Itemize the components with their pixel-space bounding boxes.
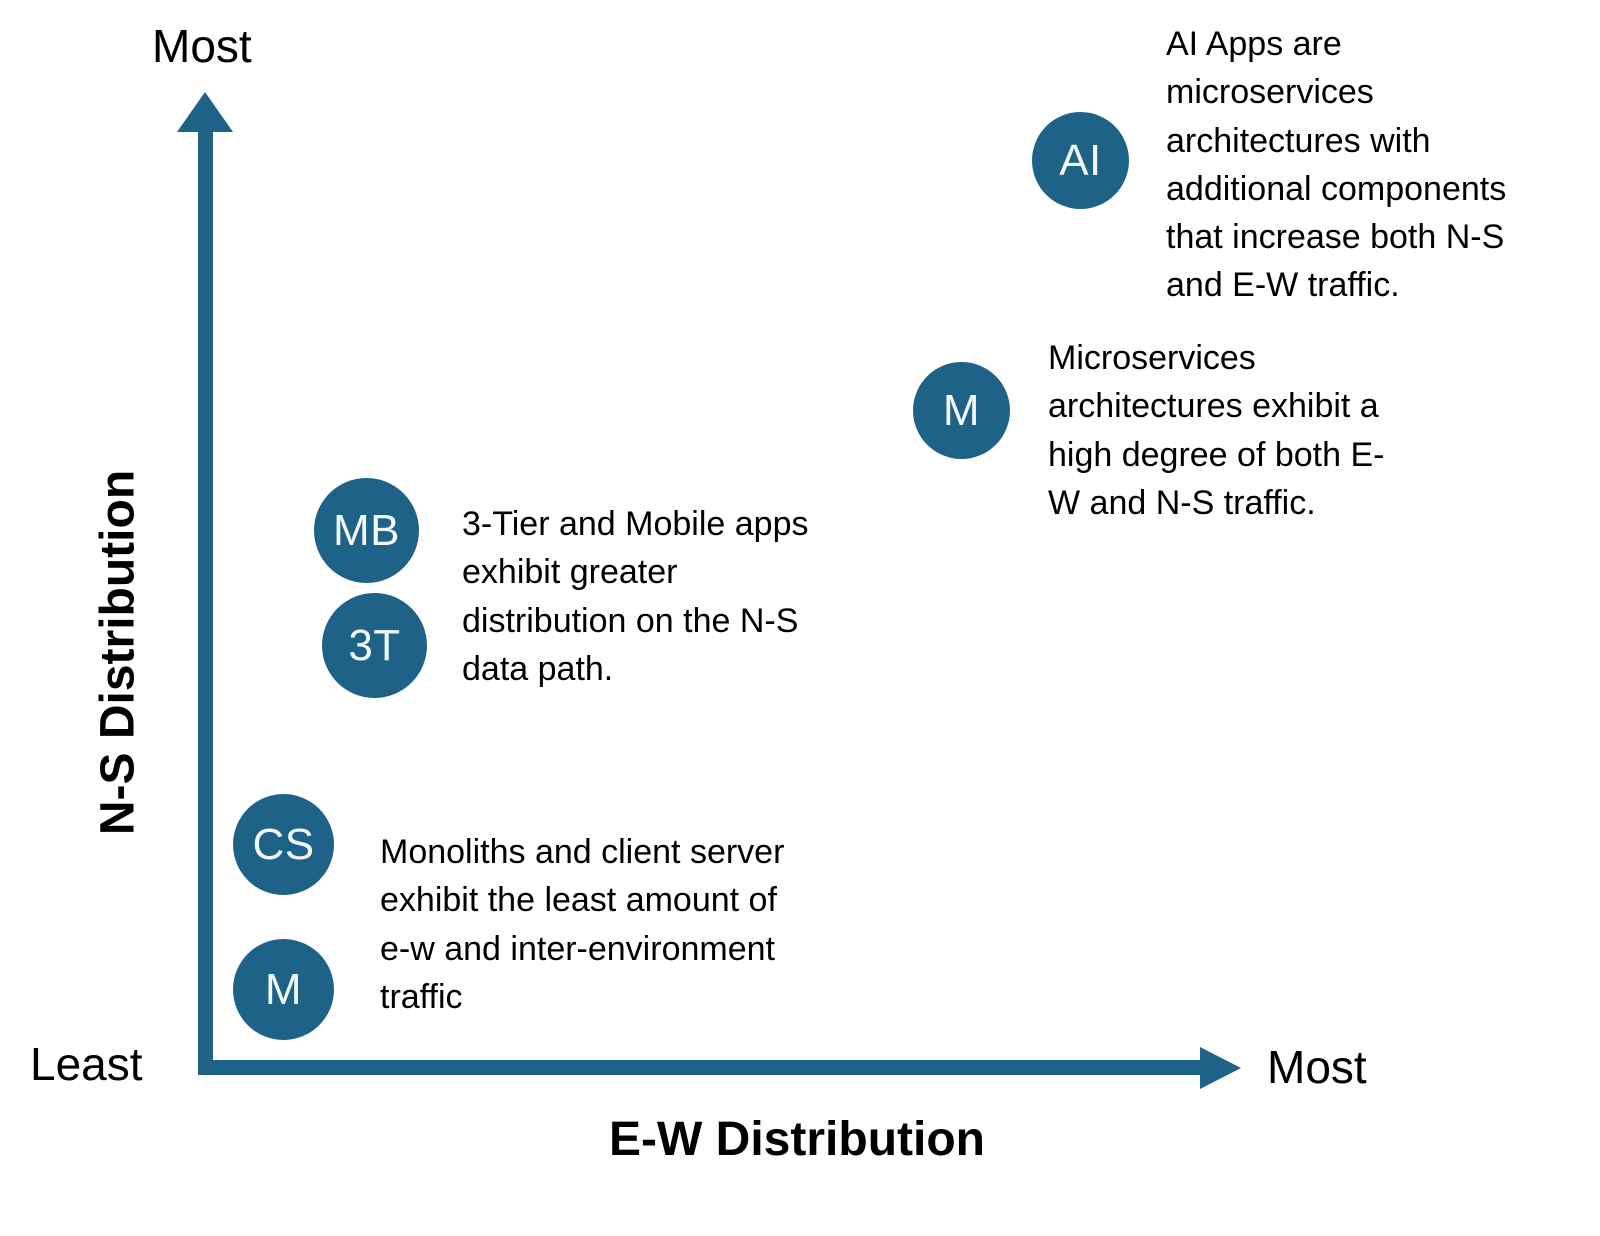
x-axis-arrowhead-icon <box>1200 1047 1241 1089</box>
y-axis-title: N-S Distribution <box>91 469 145 836</box>
bubble-mobile-label: MB <box>333 505 400 555</box>
callout-microservices-text: Microservices architectures exhibit a hi… <box>1048 339 1385 522</box>
y-axis-line <box>198 120 213 1075</box>
y-axis-arrowhead-icon <box>177 92 233 132</box>
x-axis-line <box>198 1060 1208 1075</box>
callout-ai-apps-text: AI Apps are microservices architectures … <box>1166 25 1507 305</box>
callout-mobile-three-tier-text: 3-Tier and Mobile apps exhibit greater d… <box>462 505 809 688</box>
bubble-monolith-label: M <box>264 964 303 1014</box>
origin-least-label: Least <box>30 1038 143 1090</box>
x-axis-title: E-W Distribution <box>0 1112 1600 1167</box>
bubble-ai-apps[interactable]: AI <box>1032 112 1129 209</box>
bubble-microservices-label: M <box>942 385 981 435</box>
bubble-monolith[interactable]: M <box>233 939 334 1040</box>
bubble-three-tier-label: 3T <box>348 620 401 670</box>
bubble-three-tier[interactable]: 3T <box>322 593 427 698</box>
callout-client-server-monolith-text: Monoliths and client server exhibit the … <box>380 833 785 1016</box>
bubble-microservices[interactable]: M <box>913 362 1010 459</box>
x-axis-title-text: E-W Distribution <box>609 1113 985 1166</box>
y-axis-top-label: Most <box>152 20 252 72</box>
x-axis-right-label: Most <box>1267 1041 1367 1093</box>
bubble-mobile[interactable]: MB <box>314 478 419 583</box>
bubble-ai-apps-label: AI <box>1059 135 1102 185</box>
bubble-client-server-label: CS <box>252 819 315 869</box>
bubble-client-server[interactable]: CS <box>233 794 334 895</box>
